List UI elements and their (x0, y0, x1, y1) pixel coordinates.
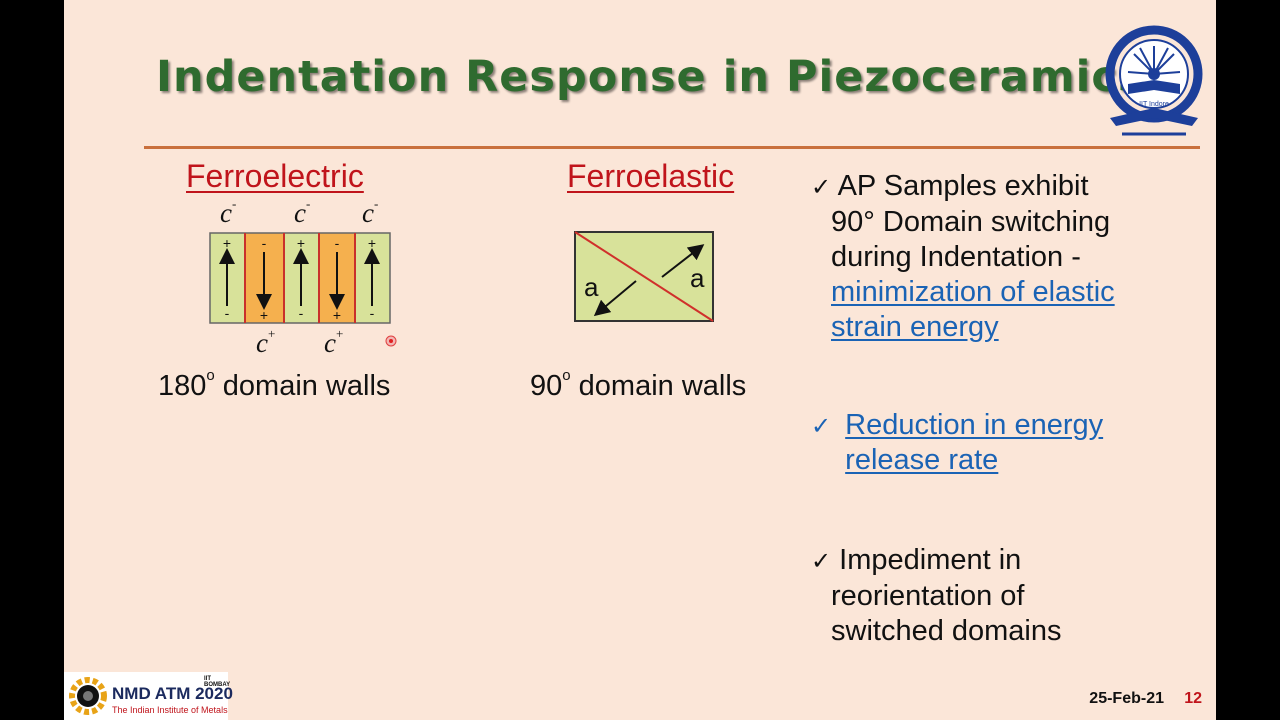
bullet-3-line2: reorientation of (831, 580, 1025, 612)
ferroelastic-caption: 90o domain walls (530, 367, 747, 402)
ferroelectric-diagram: + - - + + - - + + - (209, 232, 391, 324)
pointer-dot (385, 335, 397, 347)
svg-text:+: + (297, 235, 305, 251)
page-number: 12 (1184, 690, 1202, 707)
iit-indore-logo: IIT Indore (1105, 25, 1203, 136)
ferroelastic-heading: Ferroelastic (567, 158, 735, 194)
top-label-c2: c- (294, 196, 311, 228)
top-label-c3: c- (362, 196, 379, 228)
slide: Indentation Response in Piezoceramics II… (64, 0, 1216, 720)
logo-tag: IIT BOMBAY (204, 676, 231, 688)
nmd-atm-logo: IIT BOMBAY NMD ATM 2020 The Indian Insti… (64, 672, 233, 720)
footer-date: 25-Feb-21 (1089, 690, 1164, 707)
svg-text:IIT Indore: IIT Indore (1139, 101, 1169, 108)
bullet-2: ✓ Reduction in energy release rate (811, 408, 1191, 478)
svg-text:+: + (333, 307, 341, 323)
bottom-label-c1: c+ (256, 326, 276, 358)
label-a-left: a (584, 272, 599, 302)
bullet-3: ✓ Impediment in reorientation of switche… (811, 543, 1191, 649)
logo-subtitle: The Indian Institute of Metals (112, 705, 228, 715)
check-icon: ✓ (811, 413, 832, 440)
title-divider (144, 146, 1200, 149)
bullet-1-line3: during Indentation - (831, 241, 1081, 273)
svg-text:+: + (223, 235, 231, 251)
bullet-3-line1: Impediment in (839, 544, 1022, 576)
ferroelastic-diagram (574, 231, 714, 322)
svg-text:-: - (299, 305, 304, 321)
bullet-1-link[interactable]: minimization of elastic strain energy (831, 276, 1115, 343)
svg-text:-: - (225, 305, 230, 321)
label-a-right: a (690, 263, 705, 293)
svg-text:-: - (262, 235, 267, 251)
svg-text:+: + (368, 235, 376, 251)
check-icon: ✓ (811, 174, 832, 201)
bullet-1: ✓ AP Samples exhibit 90° Domain switchin… (811, 169, 1191, 345)
svg-text:-: - (335, 235, 340, 251)
svg-text:+: + (260, 307, 268, 323)
bullet-2-link[interactable]: Reduction in energy release rate (845, 409, 1104, 476)
check-icon: ✓ (811, 548, 832, 575)
logo-title: NMD ATM 2020 (112, 684, 233, 703)
bullet-3-line3: switched domains (831, 615, 1062, 647)
bullet-1-line2: 90° Domain switching (831, 206, 1111, 238)
gear-icon (69, 677, 107, 715)
slide-title: Indentation Response in Piezoceramics (156, 52, 1145, 102)
ferroelectric-heading: Ferroelectric (186, 158, 364, 194)
bullet-1-line1: AP Samples exhibit (837, 170, 1089, 202)
ferroelectric-caption: 180o domain walls (158, 367, 391, 402)
top-label-c1: c- (220, 196, 237, 228)
bottom-label-c2: c+ (324, 326, 344, 358)
svg-text:-: - (370, 305, 375, 321)
